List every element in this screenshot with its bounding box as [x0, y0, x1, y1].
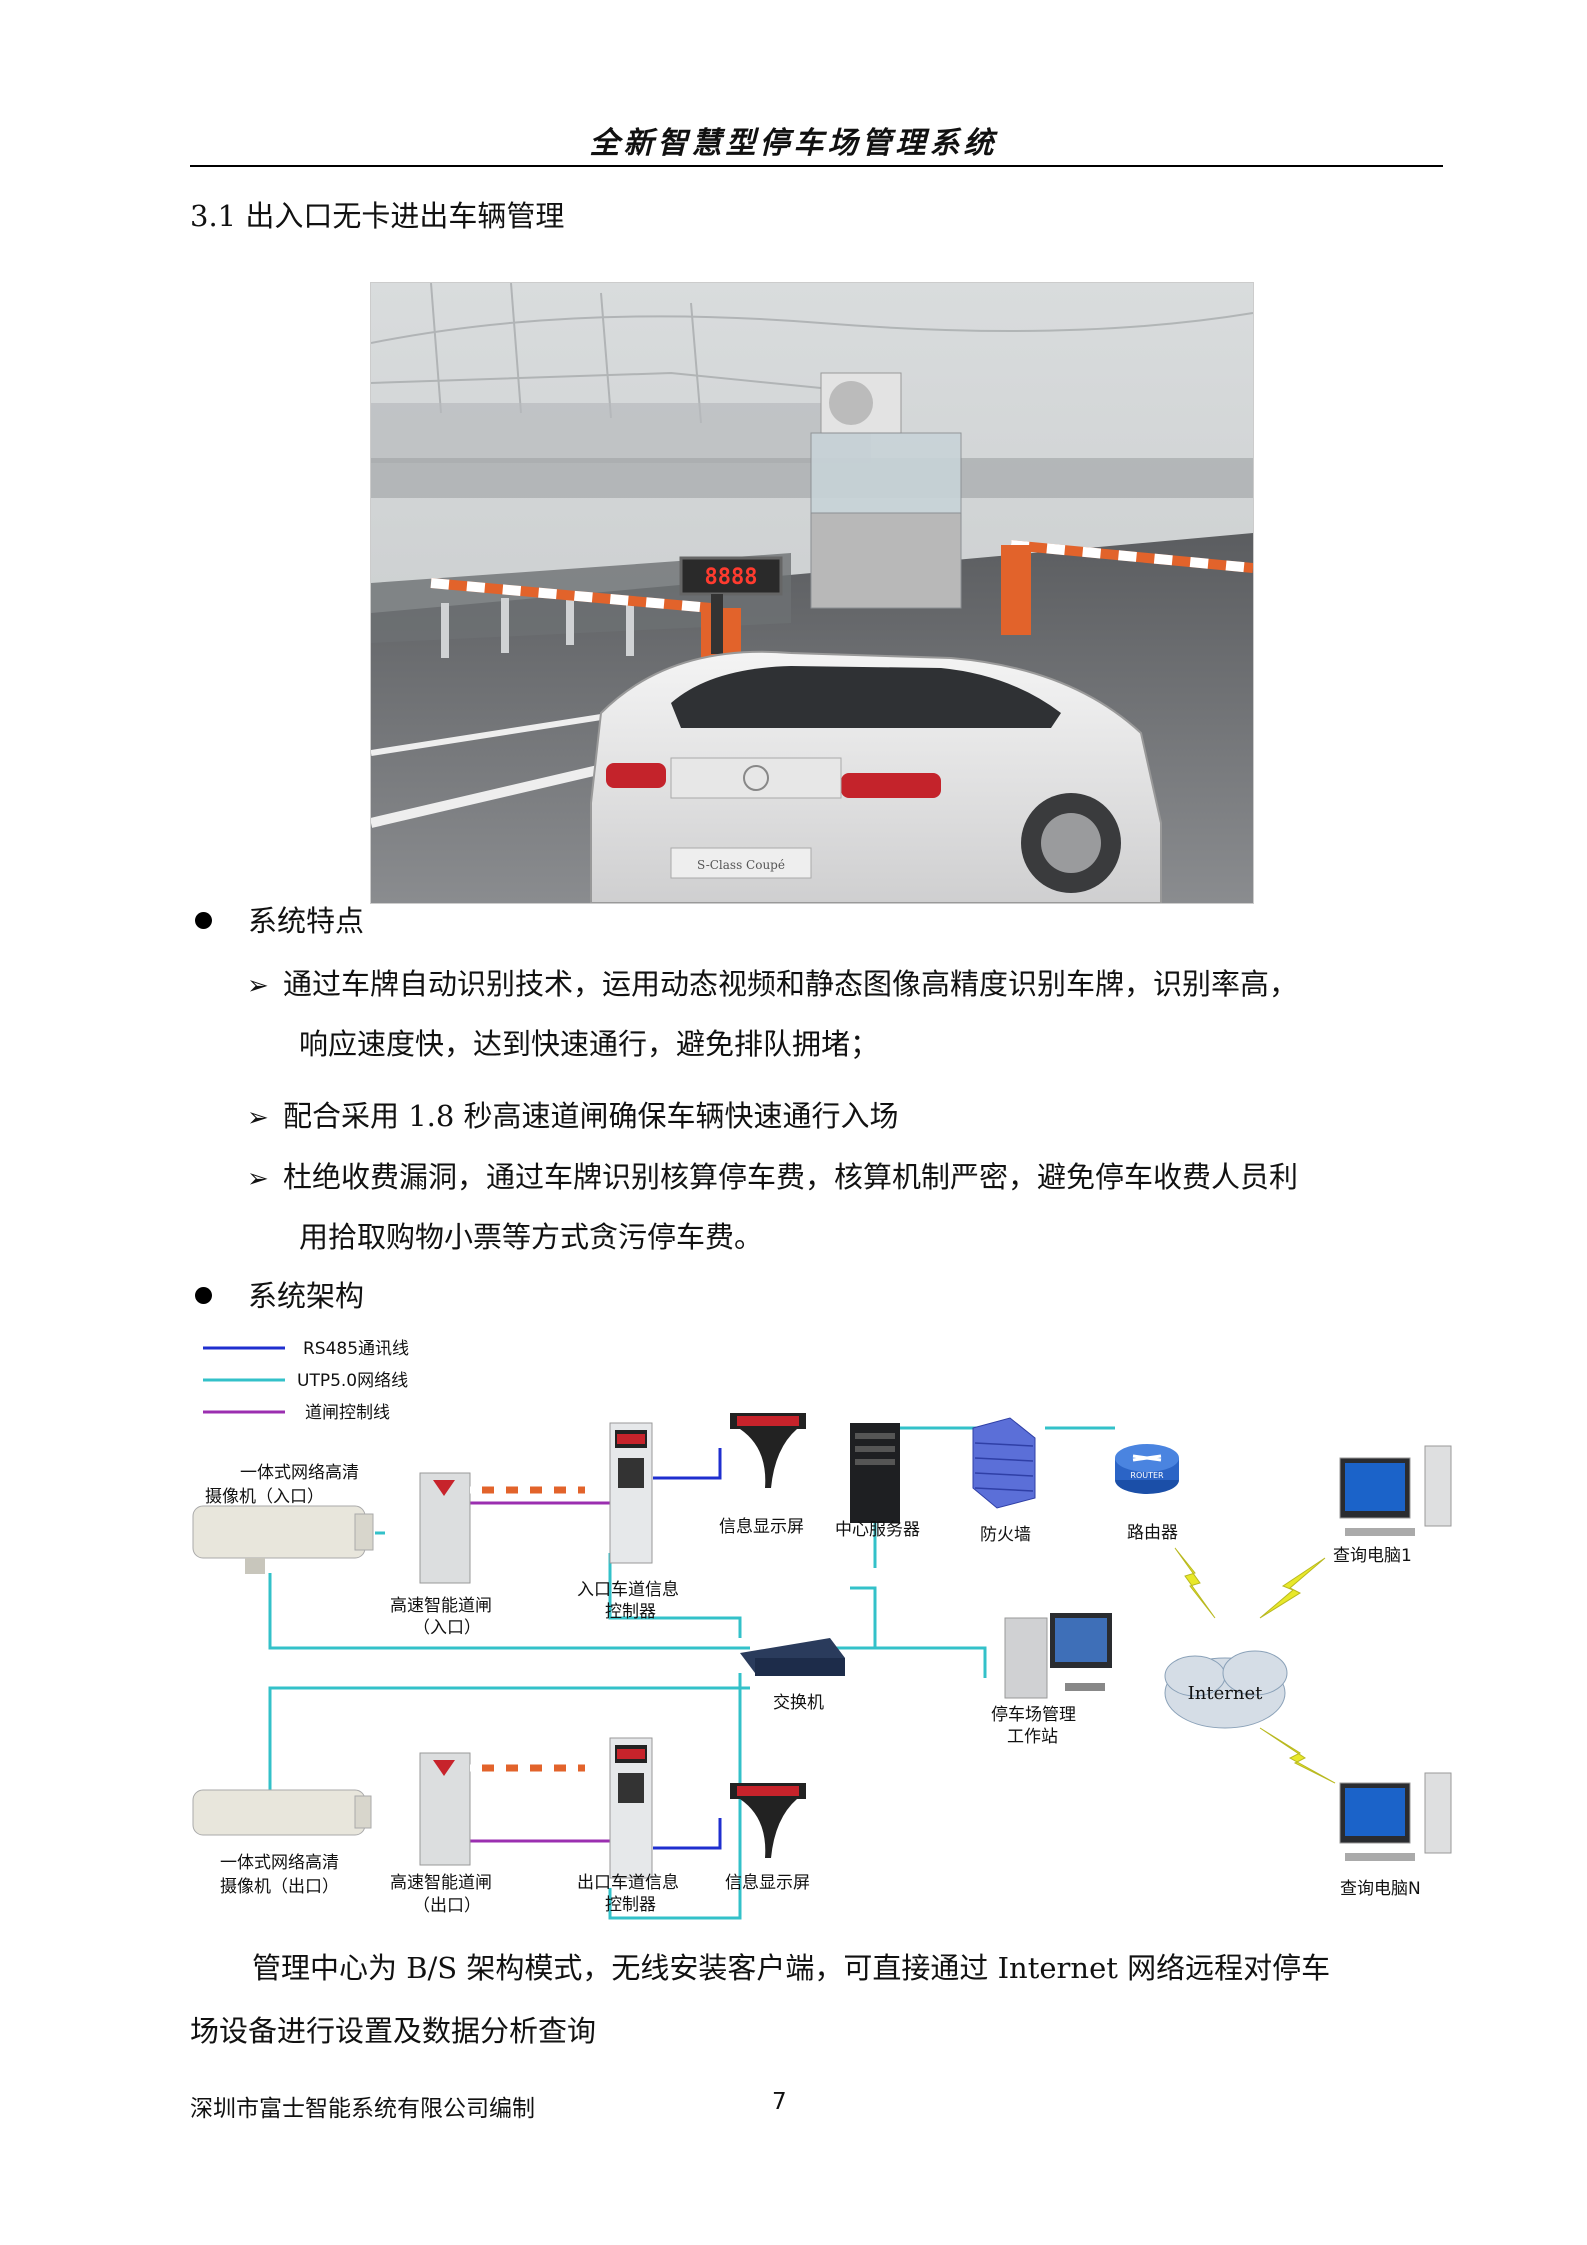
legend-control-label: 道闸控制线	[305, 1403, 390, 1423]
camera-exit-label-2: 摄像机（出口）	[220, 1877, 339, 1897]
legend-rs485-label: RS485通讯线	[303, 1339, 409, 1359]
arrow-bullet-icon: ➢	[247, 1164, 269, 1194]
display-entrance-label: 信息显示屏	[719, 1517, 804, 1537]
switch-label: 交换机	[773, 1693, 824, 1713]
feature-text: 配合采用 1.8 秒高速道闸确保车辆快速通行入场	[283, 1099, 899, 1133]
router-icon: ROUTER	[1115, 1444, 1179, 1494]
camera-exit-icon	[192, 1789, 372, 1836]
feature-text: 杜绝收费漏洞，通过车牌识别核算停车费，核算机制严密，避免停车收费人员利	[283, 1160, 1299, 1194]
display-entrance-icon	[730, 1413, 806, 1488]
system-architecture-diagram: RS485通讯线 UTP5.0网络线 道闸控制线	[185, 1328, 1460, 1936]
car-badge-text: S-Class Coupé	[697, 858, 785, 872]
feature-item-3: ➢ 杜绝收费漏洞，通过车牌识别核算停车费，核算机制严密，避免停车收费人员利 用拾取…	[247, 1148, 1447, 1266]
network-switch-icon	[740, 1638, 845, 1676]
paragraph-line-2: 场设备进行设置及数据分析查询	[190, 2014, 597, 2048]
workstation-label-2: 工作站	[1007, 1727, 1058, 1747]
parking-photo-illustration: 8888 S-Class Coupé	[369, 282, 1254, 904]
architecture-heading-text: 系统架构	[248, 1279, 365, 1313]
controller-exit-label-2: 控制器	[605, 1895, 656, 1915]
led-display-text: 8888	[705, 565, 758, 590]
display-exit-label: 信息显示屏	[725, 1873, 810, 1893]
controller-exit-icon	[609, 1737, 653, 1879]
parking-entrance-photo: 8888 S-Class Coupé	[369, 282, 1254, 904]
controller-entrance-icon	[609, 1422, 653, 1564]
internet-cloud-icon	[1164, 1650, 1288, 1729]
architecture-heading: 系统架构	[195, 1273, 364, 1315]
barrier-entrance-icon	[419, 1472, 585, 1584]
internet-label: Internet	[1188, 1683, 1263, 1704]
server-label: 中心服务器	[835, 1520, 920, 1540]
barrier-entrance-label-1: 高速智能道闸	[390, 1596, 492, 1616]
feature-item-1: ➢ 通过车牌自动识别技术，运用动态视频和静态图像高精度识别车牌，识别率高， 响应速…	[247, 955, 1447, 1073]
arrow-bullet-icon: ➢	[247, 971, 269, 1001]
feature-text: 通过车牌自动识别技术，运用动态视频和静态图像高精度识别车牌，识别率高，	[283, 967, 1299, 1001]
camera-exit-label-1: 一体式网络高清	[220, 1853, 339, 1873]
wireless-lightning-icon	[1174, 1547, 1336, 1784]
barrier-entrance-label-2: （入口）	[413, 1618, 481, 1638]
section-title: 3.1 出入口无卡进出车辆管理	[190, 199, 565, 233]
closing-paragraph: 管理中心为 B/S 架构模式，无线安装客户端，可直接通过 Internet 网络…	[190, 1937, 1445, 2063]
query-pc-1-label: 查询电脑1	[1333, 1546, 1412, 1566]
display-exit-icon	[730, 1783, 806, 1858]
header-rule	[190, 165, 1443, 167]
features-heading: 系统特点	[195, 898, 364, 940]
camera-entrance-icon	[192, 1505, 374, 1574]
paragraph-line-1: 管理中心为 B/S 架构模式，无线安装客户端，可直接通过 Internet 网络…	[252, 1951, 1331, 1985]
firewall-label: 防火墙	[980, 1525, 1031, 1545]
router-badge-text: ROUTER	[1130, 1471, 1164, 1480]
arrow-bullet-icon: ➢	[247, 1103, 269, 1133]
barrier-exit-icon	[419, 1752, 585, 1866]
barrier-exit-label-2: （出口）	[413, 1896, 481, 1916]
workstation-icon	[1004, 1613, 1112, 1699]
barrier-exit-label-1: 高速智能道闸	[390, 1873, 492, 1893]
controller-entrance-label-1: 入口车道信息	[577, 1580, 679, 1600]
page-header-title: 全新智慧型停车场管理系统	[589, 126, 998, 161]
server-icon	[850, 1423, 900, 1523]
query-pc-n-label: 查询电脑N	[1340, 1879, 1421, 1899]
bullet-icon	[195, 1286, 212, 1304]
features-heading-text: 系统特点	[248, 904, 365, 938]
feature-text-continued: 用拾取购物小票等方式贪污停车费。	[299, 1220, 764, 1254]
legend-utp-label: UTP5.0网络线	[297, 1371, 408, 1391]
controller-entrance-label-2: 控制器	[605, 1602, 656, 1622]
workstation-label-1: 停车场管理	[991, 1705, 1076, 1725]
feature-text-continued: 响应速度快，达到快速通行，避免排队拥堵；	[299, 1027, 880, 1061]
router-label: 路由器	[1127, 1523, 1178, 1543]
footer-company: 深圳市富士智能系统有限公司编制	[190, 2096, 535, 2122]
controller-exit-label-1: 出口车道信息	[577, 1873, 679, 1893]
query-pc-n-icon	[1339, 1772, 1452, 1861]
camera-entrance-label-2: 摄像机（入口）	[205, 1487, 324, 1507]
page-number: 7	[772, 2089, 787, 2115]
bullet-icon	[195, 911, 212, 929]
feature-item-2: ➢ 配合采用 1.8 秒高速道闸确保车辆快速通行入场	[247, 1087, 1447, 1147]
query-pc-1-icon	[1339, 1445, 1452, 1536]
firewall-icon	[972, 1417, 1036, 1509]
camera-entrance-label-1: 一体式网络高清	[240, 1463, 359, 1483]
